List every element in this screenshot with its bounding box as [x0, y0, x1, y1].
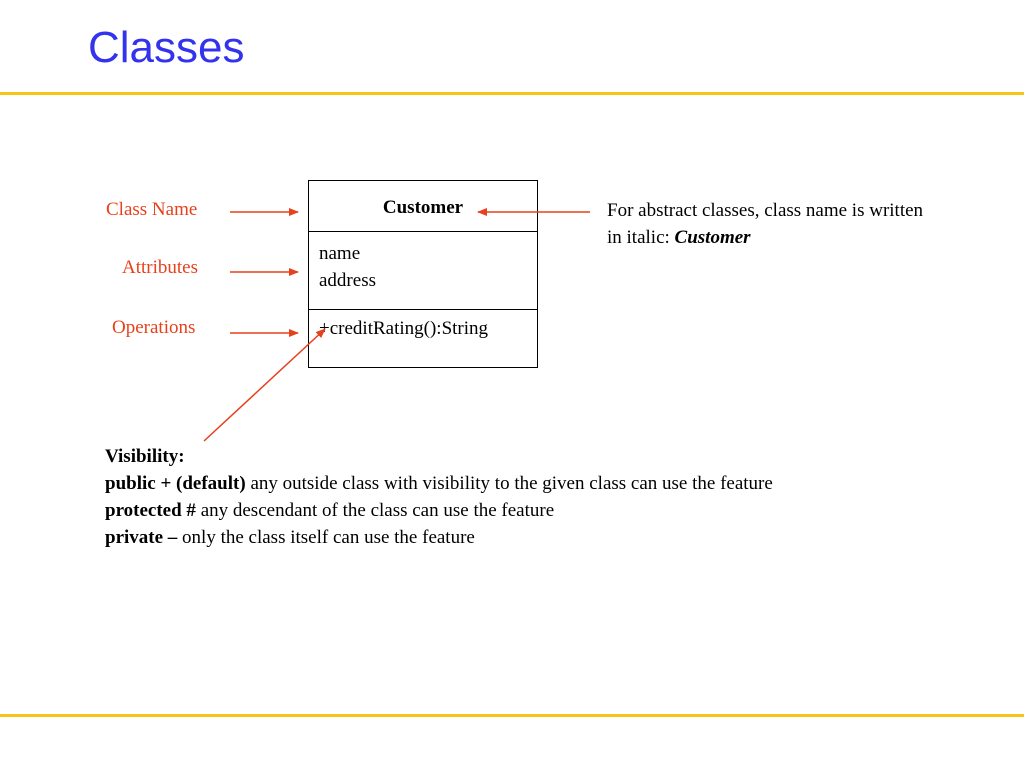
- visibility-description: only the class itself can use the featur…: [177, 527, 475, 548]
- callout-class-name: Class Name: [106, 199, 198, 220]
- note-italic-name: Customer: [674, 227, 751, 248]
- note-text: For abstract classes, class name is writ…: [607, 200, 924, 248]
- slide-title: Classes: [88, 23, 245, 72]
- uml-attribute: name: [319, 243, 361, 264]
- uml-operations-compartment: +creditRating():String: [309, 310, 537, 340]
- visibility-keyword: public + (default): [105, 473, 246, 494]
- abstract-class-note: For abstract classes, class name is writ…: [607, 197, 937, 251]
- uml-attribute: address: [319, 270, 376, 291]
- arrow-visibility: [203, 328, 326, 442]
- top-divider: [0, 92, 1024, 95]
- callout-attributes: Attributes: [122, 257, 198, 278]
- visibility-item-private: private – only the class itself can use …: [105, 524, 1005, 551]
- visibility-heading: Visibility:: [105, 446, 185, 467]
- uml-attributes-compartment: name address: [309, 232, 537, 310]
- uml-class-name: Customer: [309, 181, 537, 232]
- visibility-keyword: private –: [105, 527, 178, 548]
- bottom-divider: [0, 714, 1024, 717]
- visibility-item-protected: protected # any descendant of the class …: [105, 497, 1005, 524]
- visibility-section: Visibility: public + (default) any outsi…: [105, 443, 1005, 551]
- uml-class-box: Customer name address +creditRating():St…: [308, 180, 538, 368]
- callout-operations: Operations: [112, 317, 196, 338]
- visibility-item-public: public + (default) any outside class wit…: [105, 470, 1005, 497]
- visibility-keyword: protected #: [105, 500, 196, 521]
- uml-operation: +creditRating():String: [319, 318, 489, 339]
- visibility-description: any outside class with visibility to the…: [245, 473, 773, 494]
- visibility-description: any descendant of the class can use the …: [195, 500, 555, 521]
